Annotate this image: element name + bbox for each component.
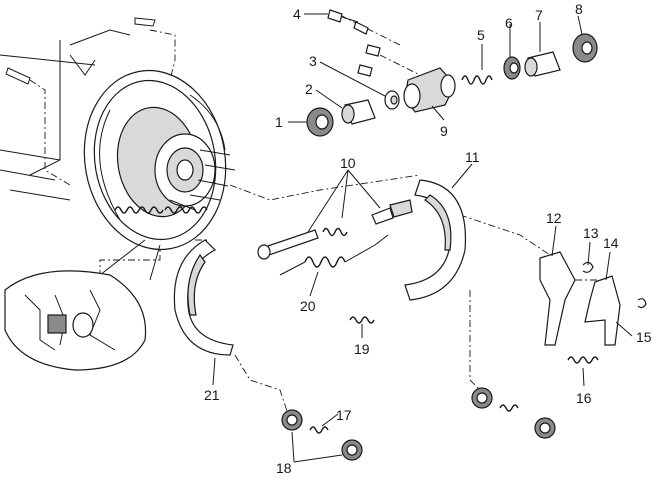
callout-4: 4 — [293, 6, 301, 22]
wheel-cylinder-assembly — [306, 9, 598, 137]
callout-1: 1 — [275, 114, 283, 130]
detail-inset — [4, 239, 161, 371]
callout-18: 18 — [276, 460, 292, 476]
callout-9: 9 — [440, 123, 448, 139]
callout-3: 3 — [309, 53, 317, 69]
callout-12: 12 — [546, 210, 562, 226]
callout-8: 8 — [575, 1, 583, 17]
callout-20: 20 — [300, 298, 316, 314]
callout-16: 16 — [576, 390, 592, 406]
callout-labels: 1 2 3 4 5 6 7 8 9 10 11 12 13 14 15 16 1… — [204, 1, 652, 476]
parking-lever-parts — [539, 251, 647, 364]
callout-10: 10 — [340, 155, 356, 171]
callout-21: 21 — [204, 387, 220, 403]
hold-down-parts-right — [471, 387, 556, 439]
callout-19: 19 — [354, 341, 370, 357]
hold-down-parts-left — [281, 409, 363, 461]
brake-shoe-rear — [173, 239, 234, 356]
callout-7: 7 — [535, 7, 543, 23]
callout-15: 15 — [636, 329, 652, 345]
callout-14: 14 — [603, 235, 619, 251]
callout-11: 11 — [465, 149, 480, 165]
backing-plate-assembly — [0, 17, 236, 251]
callout-2: 2 — [305, 81, 313, 97]
callout-13: 13 — [583, 225, 599, 241]
return-springs — [279, 234, 389, 324]
callout-6: 6 — [505, 15, 513, 31]
callout-5: 5 — [477, 27, 485, 43]
brake-shoe-front — [404, 179, 467, 301]
leader-lines — [212, 13, 633, 463]
adjuster-assembly — [257, 199, 413, 260]
callout-17: 17 — [336, 407, 352, 423]
